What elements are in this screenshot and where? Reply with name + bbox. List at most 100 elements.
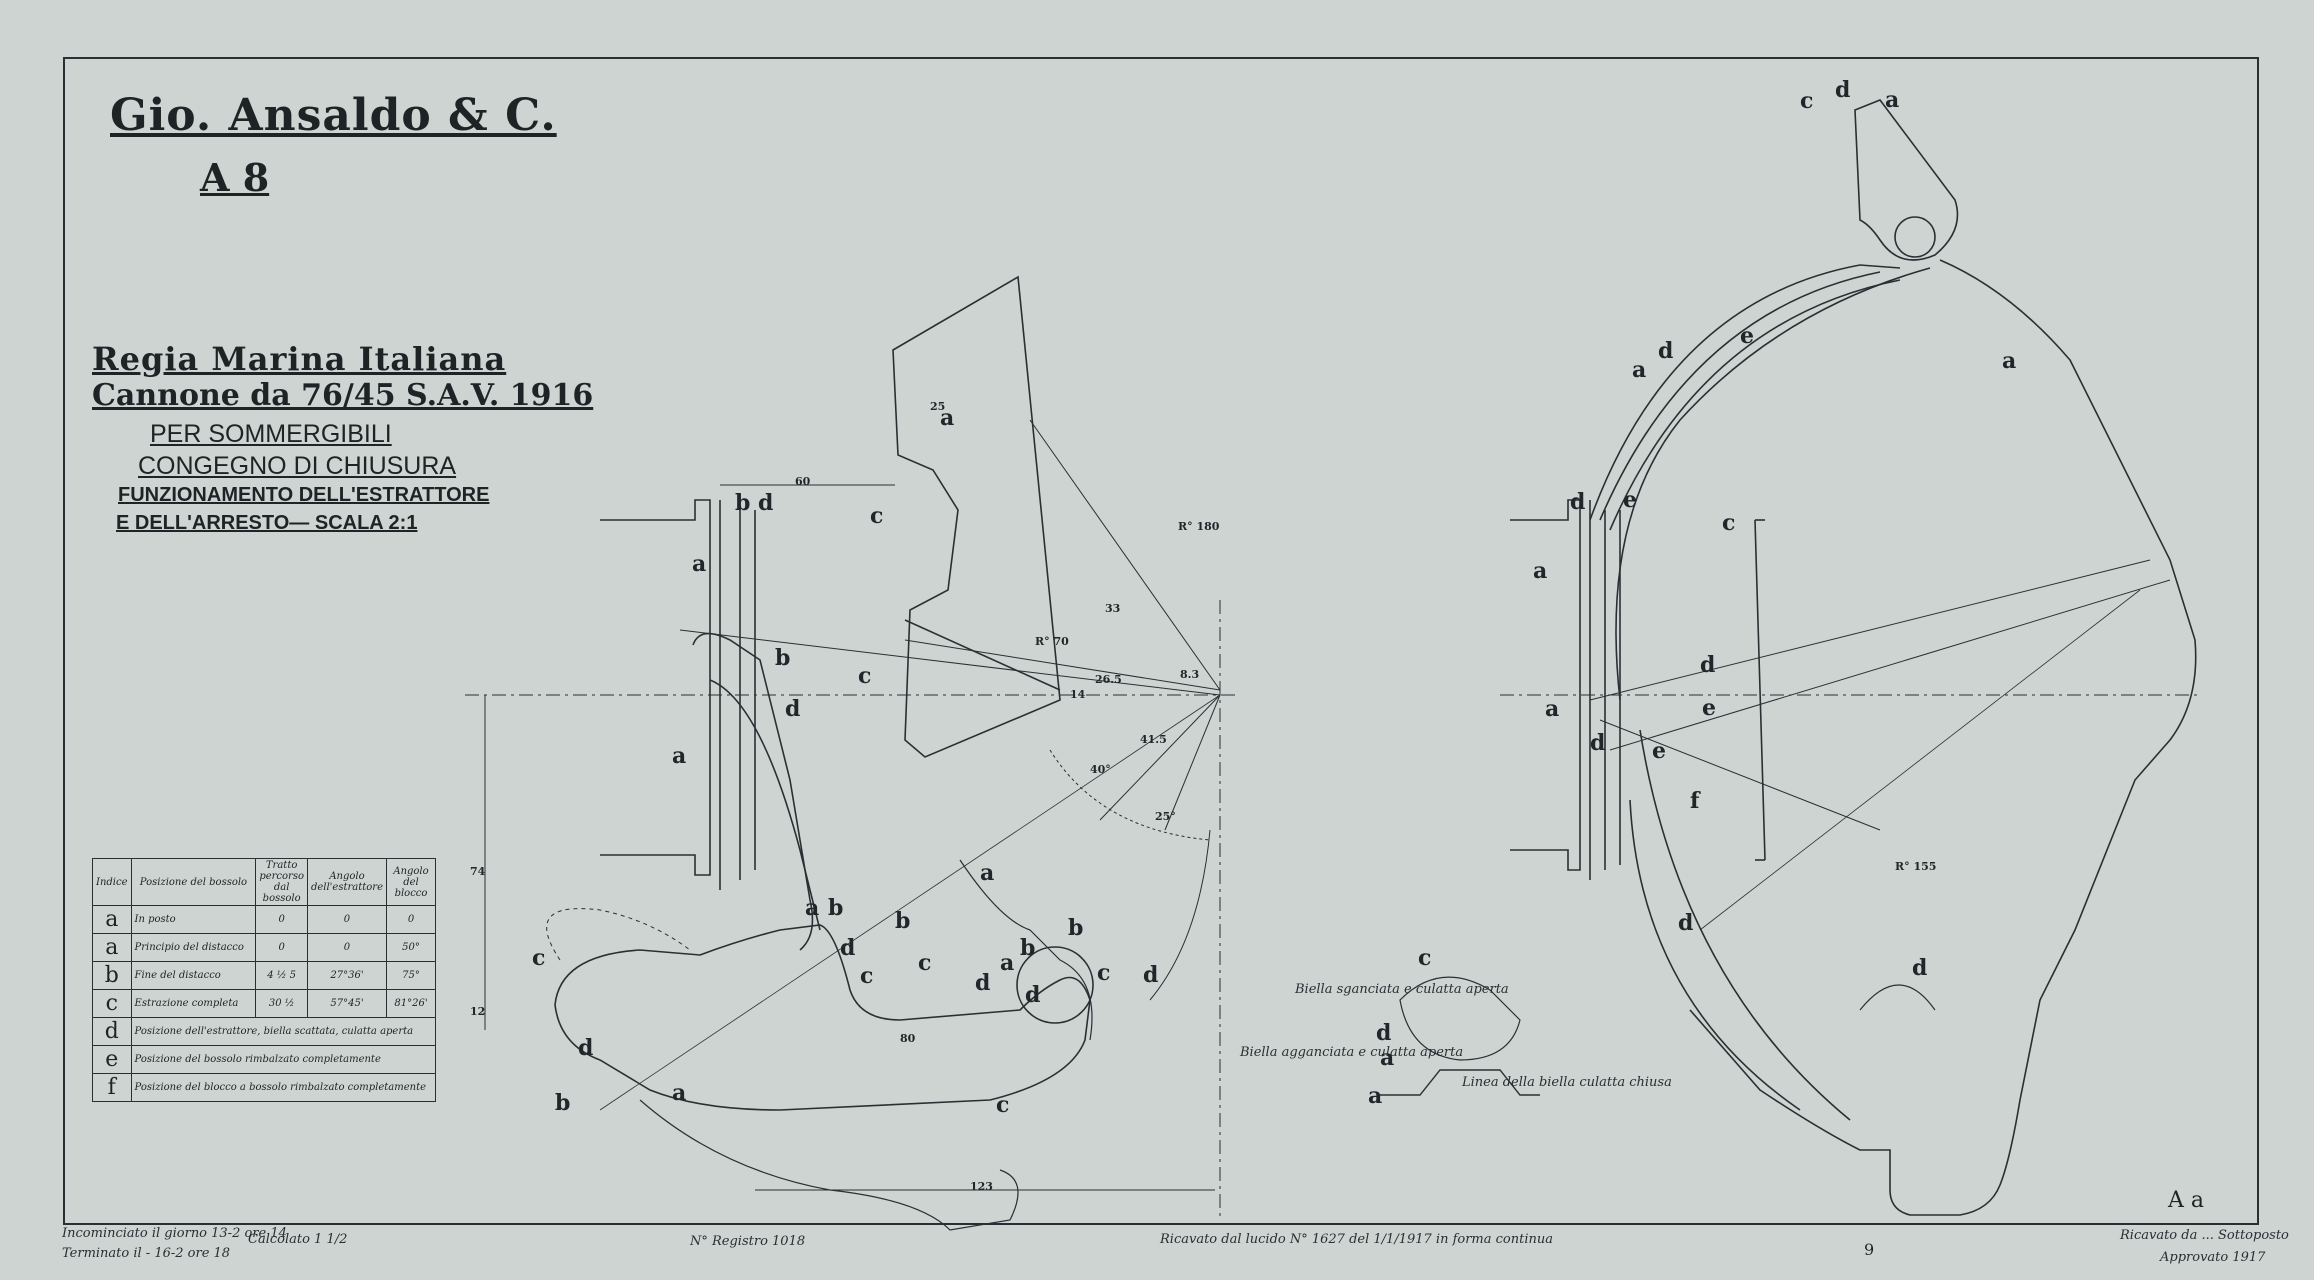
dimension-text: R° 155: [1895, 860, 1936, 873]
footer-note: Ricavato dal lucido N° 1627 del 1/1/1917…: [1160, 1232, 1553, 1247]
housing-arc: [1629, 799, 1801, 1111]
dimension-text: 26.5: [1095, 673, 1122, 686]
label-a: a: [1885, 87, 1899, 113]
extractor-arm-swept: [546, 908, 691, 961]
corner-mark: A a: [2168, 1188, 2204, 1213]
legend-row: a In posto 0 0 0: [92, 905, 436, 934]
legend-table: Indice Posizione del bossolo Tratto perc…: [92, 858, 437, 1102]
lever-arm: [1854, 99, 1959, 261]
legend-value: 75°: [386, 961, 436, 990]
right-labels: c d a a a d e d e c a a d d e e f d d c …: [1368, 77, 2016, 1109]
legend-value: 81°26': [386, 989, 436, 1018]
legend-value: 0: [386, 905, 436, 934]
label-e: e: [1652, 738, 1666, 764]
label-a: a: [1000, 950, 1014, 976]
legend-row: c Estrazione completa 30 ½ 57°45' 81°26': [92, 989, 436, 1018]
label-a: a: [940, 405, 954, 431]
label-e: e: [1623, 487, 1637, 513]
label-c: c: [1800, 88, 1813, 114]
breech-block-inner: [904, 619, 1061, 691]
toggle-link-base: [1380, 1069, 1540, 1096]
dimension-text: 25°: [1155, 810, 1176, 823]
construction-line: [1699, 589, 2141, 931]
label-b: b: [895, 908, 910, 934]
housing-arc: [1609, 279, 1901, 531]
footer-note: Incominciato il giorno 13-2 ore 14: [62, 1226, 287, 1241]
title-line-5: FUNZIONAMENTO DELL'ESTRATTORE: [118, 484, 490, 506]
legend-text: Posizione del bossolo rimbalzato complet…: [130, 1045, 437, 1074]
breech-block-outline: [892, 275, 1061, 758]
dimension-text: 80: [900, 1032, 916, 1045]
legend-text: Posizione dell'estrattore, biella scatta…: [130, 1017, 437, 1046]
label-d: d: [785, 696, 800, 722]
face-line: [1754, 519, 1766, 861]
label-b: b: [735, 490, 750, 516]
label-d: d: [1143, 962, 1158, 988]
label-d: d: [1025, 982, 1040, 1008]
construction-line: [1599, 719, 1881, 831]
dimension-text: 41.5: [1140, 733, 1167, 746]
rebound-arc: [1859, 984, 1936, 1011]
legend-text: Posizione del blocco a bossolo rimbalzat…: [130, 1073, 437, 1102]
dimension-text: 60: [795, 475, 811, 488]
label-d: d: [840, 935, 855, 961]
drawing-note: Biella agganciata e culatta aperta: [1240, 1045, 1464, 1060]
legend-index: a: [92, 905, 132, 934]
drawing-note: Linea della biella culatta chiusa: [1462, 1075, 1672, 1090]
housing-arc: [1589, 264, 1901, 521]
toggle-link: [1399, 976, 1521, 1061]
label-a: a: [1368, 1083, 1382, 1109]
sheet-border: [63, 57, 2259, 1225]
cartridge-path: [709, 679, 821, 931]
footer-note: Terminato il - 16-2 ore 18: [62, 1246, 231, 1261]
block-arc: [1049, 749, 1211, 841]
label-b: b: [1068, 915, 1083, 941]
drawing-note: Biella sganciata e culatta aperta: [1295, 982, 1509, 997]
extractor-tail: [639, 1099, 1019, 1231]
label-c: c: [858, 663, 871, 689]
chamber-wall-right: [1510, 499, 1581, 871]
label-e: e: [1702, 695, 1716, 721]
housing-arc: [1639, 729, 1851, 1121]
left-view: [465, 275, 1240, 1231]
label-b: b: [1020, 935, 1035, 961]
label-b: b: [828, 895, 843, 921]
label-d: d: [1590, 730, 1605, 756]
dimension-text: R° 70: [1035, 635, 1069, 648]
construction-line: [679, 629, 1221, 696]
dimension-labels: 60 25 33 26.5 41.5 14 8.3 R° 70 40° 25° …: [470, 400, 1936, 1193]
label-a: a: [1545, 696, 1559, 722]
housing-arc: [1599, 271, 1881, 521]
legend-header: Angolo del blocco: [386, 858, 436, 906]
label-d: d: [1570, 489, 1585, 515]
label-a: a: [2002, 348, 2016, 374]
label-e: e: [1740, 323, 1754, 349]
label-c: c: [870, 503, 883, 529]
label-c: c: [1097, 960, 1110, 986]
label-d: d: [1376, 1020, 1391, 1046]
title-line-6: E DELL'ARRESTO— SCALA 2:1: [116, 512, 418, 534]
dimension-text: 33: [1105, 602, 1120, 615]
label-d: d: [1835, 77, 1850, 103]
footer-note: N° Registro 1018: [690, 1234, 806, 1249]
pivot-circle: [1016, 946, 1094, 1024]
label-f: f: [1690, 788, 1701, 814]
dimension-text: 8.3: [1180, 668, 1199, 681]
title-line-3: PER SOMMERGIBILI: [150, 420, 392, 448]
label-d: d: [1912, 955, 1927, 981]
construction-line: [1099, 694, 1221, 821]
extractor-cam: [959, 859, 1093, 1041]
dimension-text: 74: [470, 865, 486, 878]
dimension-text: R° 180: [1178, 520, 1220, 533]
legend-row: d Posizione dell'estrattore, biella scat…: [92, 1017, 437, 1046]
title-line-1: Regia Marina Italiana: [92, 340, 507, 378]
dimension-text: 14: [1070, 688, 1086, 701]
dimension-text: 25: [930, 400, 945, 413]
extractor-arm: [554, 924, 1091, 1111]
construction-line: [599, 694, 1221, 1111]
left-labels: a a a b b b d d d c c c a a a b b b d c …: [532, 405, 1158, 1118]
label-d: d: [975, 970, 990, 996]
label-d: d: [1678, 910, 1693, 936]
